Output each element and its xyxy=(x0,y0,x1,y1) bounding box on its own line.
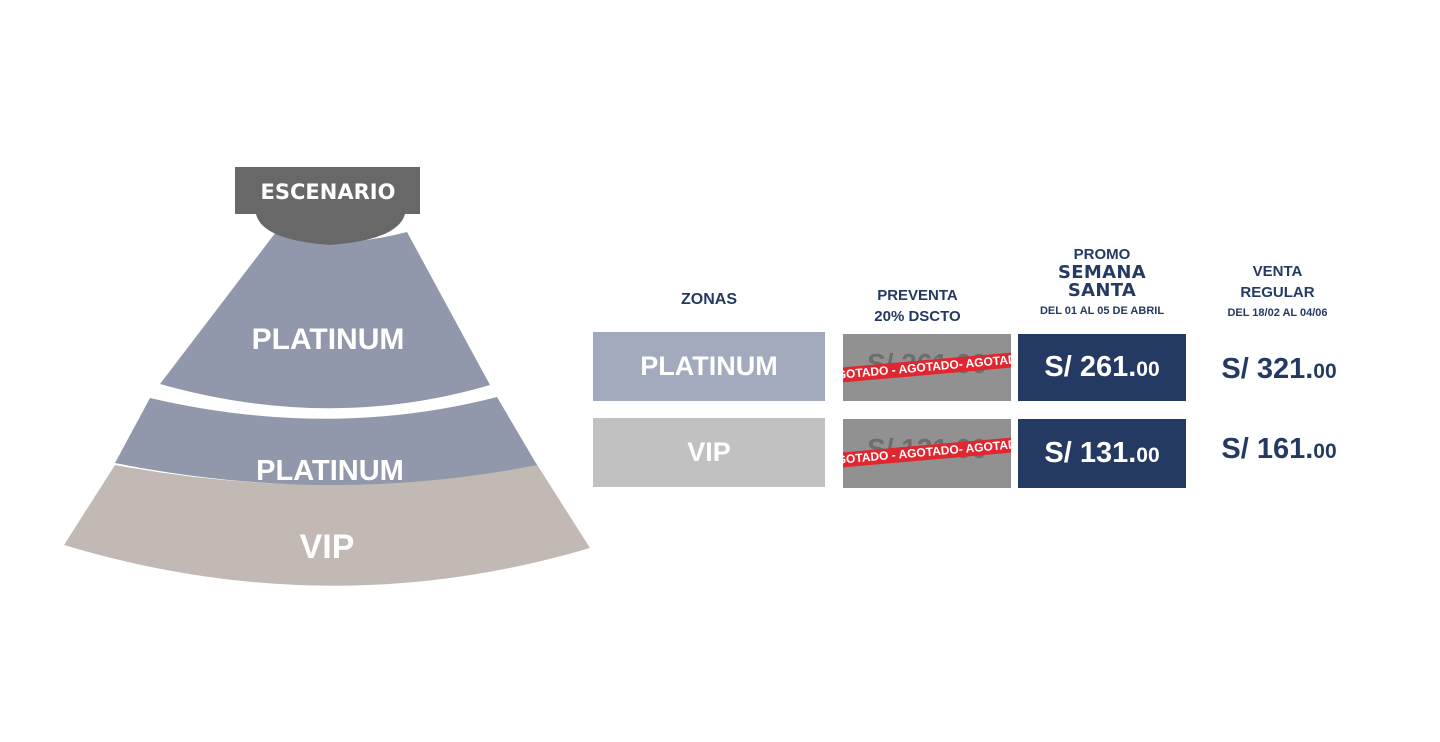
promo-platinum-price-box[interactable]: S/ 261.00 xyxy=(1018,334,1186,401)
header-preventa: PREVENTA 20% DSCTO xyxy=(845,285,990,327)
vip-section[interactable] xyxy=(64,463,590,586)
header-regular: VENTA REGULAR DEL 18/02 AL 04/06 xyxy=(1205,261,1350,320)
regular-platinum-price: S/ 321.00 xyxy=(1221,353,1337,385)
venue-map: ESCENARIO PLATINUM PLATINUM VIP xyxy=(64,167,590,586)
regular-vip-price: S/ 161.00 xyxy=(1221,433,1337,465)
header-zonas-label: ZONAS xyxy=(681,291,737,308)
platinum-section-lower-label: PLATINUM xyxy=(256,455,404,487)
zone-platinum-box: PLATINUM xyxy=(593,332,825,401)
zone-platinum-label: PLATINUM xyxy=(640,351,778,381)
zone-vip-label: VIP xyxy=(687,437,731,467)
stage-label: ESCENARIO xyxy=(261,180,396,204)
header-preventa-line1: PREVENTA xyxy=(877,287,958,304)
stage xyxy=(235,167,420,245)
promo-vip-price: S/ 131.00 xyxy=(1044,437,1160,469)
header-promo-line1: PROMO xyxy=(1073,246,1131,263)
header-regular-line2: REGULAR xyxy=(1240,284,1315,301)
platinum-section-upper[interactable] xyxy=(160,232,490,409)
platinum-section-lower[interactable] xyxy=(115,397,537,486)
header-zonas: ZONAS xyxy=(640,289,778,310)
promo-platinum-price: S/ 261.00 xyxy=(1044,351,1160,383)
zone-vip-box: VIP xyxy=(593,418,825,487)
header-promo: PROMO SEMANA SANTA DEL 01 AL 05 DE ABRIL xyxy=(1018,246,1186,318)
preventa-platinum-sold-out: S/ 261.00 AGOTADO - AGOTADO- AGOTADO xyxy=(843,334,1011,401)
header-regular-dates: DEL 18/02 AL 04/06 xyxy=(1227,307,1328,319)
header-promo-line2: SEMANA xyxy=(1058,262,1146,283)
header-regular-line1: VENTA xyxy=(1252,263,1303,280)
vip-section-label: VIP xyxy=(300,528,355,566)
header-preventa-line2: 20% DSCTO xyxy=(874,308,961,325)
header-promo-dates: DEL 01 AL 05 DE ABRIL xyxy=(1039,305,1165,317)
preventa-vip-sold-out: S/ 131.00 AGOTADO - AGOTADO- AGOTADO xyxy=(843,419,1011,488)
header-promo-line3: SANTA xyxy=(1067,280,1137,301)
platinum-section-upper-label: PLATINUM xyxy=(252,323,405,356)
promo-vip-price-box[interactable]: S/ 131.00 xyxy=(1018,419,1186,488)
